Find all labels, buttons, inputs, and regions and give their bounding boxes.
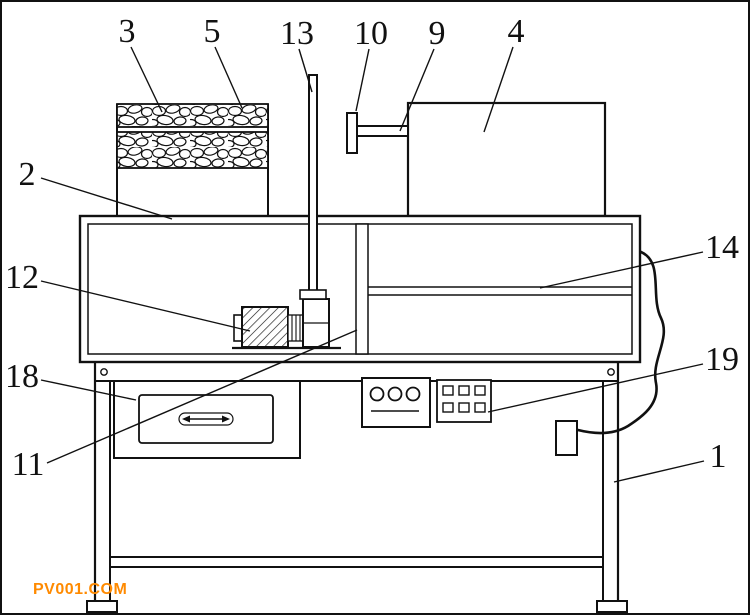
part-label-10: 10	[354, 15, 388, 52]
power-cable-assembly	[555, 250, 666, 456]
leader-line-1	[613, 460, 705, 483]
watermark-text: PV001.COM	[33, 581, 127, 598]
drive-box	[406, 101, 607, 218]
leader-line-3	[130, 46, 163, 113]
leader-line-10	[355, 48, 370, 112]
button-square	[458, 385, 470, 396]
indicator-circle	[405, 386, 421, 402]
handle-arrow-right	[222, 415, 230, 423]
bolt-right	[607, 368, 615, 376]
leader-line-18	[40, 379, 137, 401]
part-label-5: 5	[204, 13, 221, 50]
drive-unit	[346, 101, 607, 218]
material-layer-bottom	[116, 131, 269, 169]
material-layer-top	[116, 103, 269, 128]
indicator-panel	[361, 377, 431, 428]
handle-arrow-left	[182, 415, 190, 423]
part-label-14: 14	[705, 229, 739, 266]
button-square	[474, 385, 486, 396]
drawer-unit	[113, 380, 301, 459]
part-label-11: 11	[12, 446, 45, 483]
motor-body	[241, 306, 289, 348]
leader-line-14	[539, 251, 704, 289]
indicator-circle	[387, 386, 403, 402]
button-square	[442, 385, 454, 396]
pump-flange	[299, 289, 327, 300]
leader-line-4	[483, 46, 514, 133]
button-square	[458, 402, 470, 413]
power-cable	[576, 250, 666, 435]
part-label-13: 13	[280, 15, 314, 52]
pusher-plate	[346, 112, 358, 154]
indicator-circle	[369, 386, 385, 402]
part-label-4: 4	[508, 13, 525, 50]
button-square	[442, 402, 454, 413]
main-housing	[78, 214, 642, 364]
button-square	[474, 402, 486, 413]
part-label-1: 1	[710, 438, 727, 475]
leader-line-5	[214, 46, 243, 109]
leader-line-11	[46, 329, 358, 464]
control-panel	[361, 377, 492, 428]
foot-right	[596, 600, 628, 613]
reference-numerals: 3 5 13 10 9 4 2 14 12 18 11 19 1	[5, 13, 739, 483]
part-label-19: 19	[705, 341, 739, 378]
part-label-3: 3	[119, 13, 136, 50]
leader-line-13	[298, 48, 313, 93]
adapter-box	[555, 420, 578, 456]
push-rod	[308, 74, 318, 294]
leader-line-19	[487, 363, 704, 413]
part-label-18: 18	[5, 358, 39, 395]
part-label-2: 2	[19, 156, 36, 193]
leader-lines	[40, 46, 705, 483]
part-label-12: 12	[5, 259, 39, 296]
leader-line-2	[40, 177, 173, 220]
leader-line-9	[399, 48, 435, 132]
part-label-9: 9	[429, 15, 446, 52]
bolt-left	[100, 368, 108, 376]
divider-panel	[355, 223, 369, 355]
feed-hopper	[116, 103, 269, 216]
leader-line-12	[40, 280, 251, 332]
foot-left	[86, 600, 118, 613]
